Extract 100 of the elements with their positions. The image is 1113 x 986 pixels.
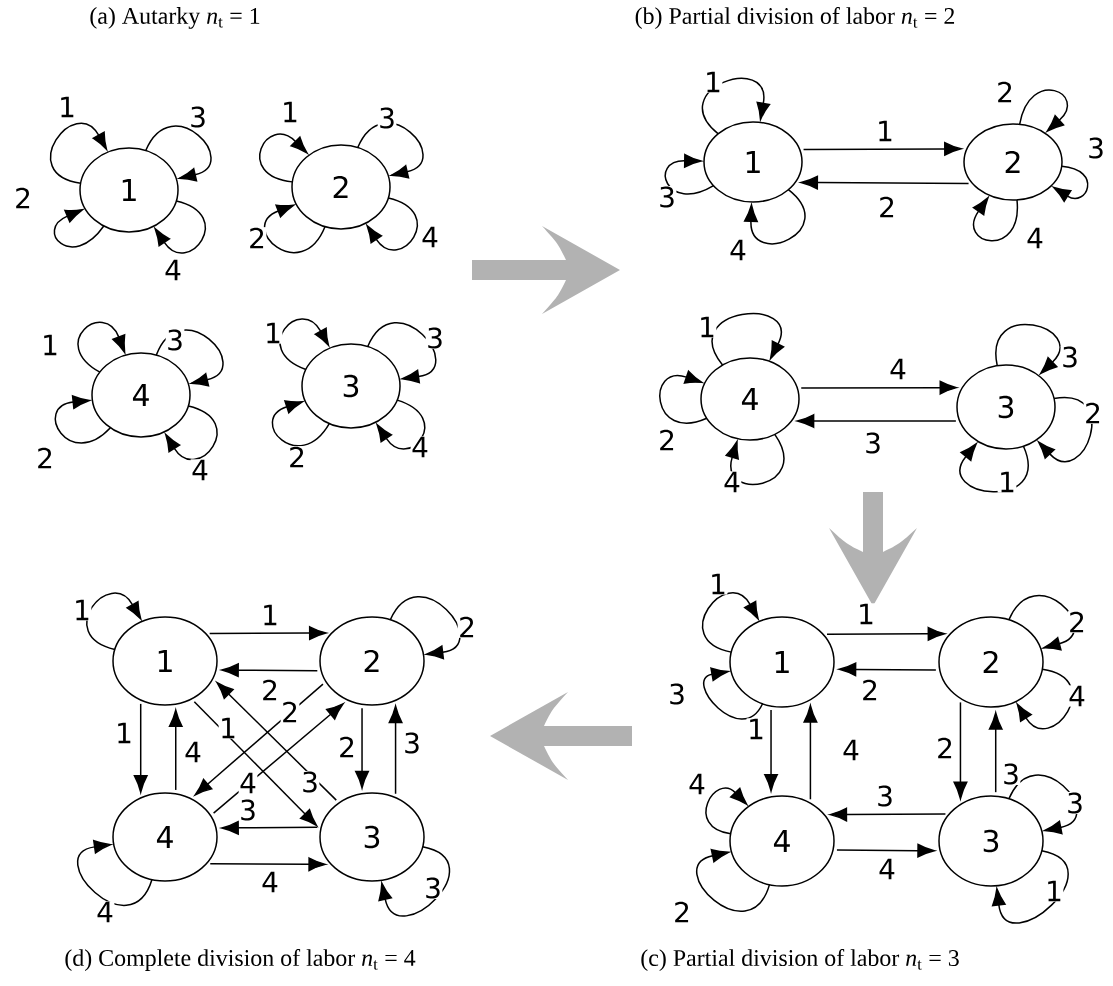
arrow bbox=[836, 843, 935, 858]
edge-label: 3 bbox=[402, 731, 422, 755]
edge-label: 4 bbox=[687, 773, 707, 795]
edge-label: 4 bbox=[190, 459, 210, 481]
panel-caption: (b) Partial division of labor n$_{t}$ = 2 bbox=[635, 7, 955, 29]
arrow bbox=[154, 200, 206, 254]
edge-label: 4 bbox=[95, 901, 115, 923]
edge-label: 3 bbox=[377, 106, 397, 130]
edge-label: 3 bbox=[863, 431, 883, 455]
arrow bbox=[145, 125, 212, 182]
edge-label: 3 bbox=[188, 105, 208, 129]
edge-label: 1 bbox=[263, 322, 283, 344]
arrow bbox=[54, 395, 112, 444]
arrow bbox=[796, 414, 957, 428]
arrow bbox=[168, 709, 183, 791]
arrow bbox=[826, 626, 946, 641]
edge-label: 1 bbox=[875, 120, 895, 142]
edge-label: 4 bbox=[1067, 685, 1087, 707]
edge-label: 2 bbox=[995, 81, 1015, 103]
edge-label: 1 bbox=[697, 316, 717, 338]
arrow bbox=[696, 848, 771, 912]
edge-label: 3 bbox=[875, 784, 895, 808]
edge-label: 2 bbox=[935, 737, 955, 759]
arrow bbox=[259, 133, 308, 183]
edge-label: 1 bbox=[218, 717, 238, 739]
edge-label: 1 bbox=[72, 599, 92, 621]
edge-label: 2 bbox=[280, 701, 300, 723]
edge-label: 1 bbox=[280, 101, 300, 123]
arrow bbox=[357, 122, 424, 179]
arrow bbox=[1008, 774, 1078, 835]
edge-label: 4 bbox=[260, 871, 280, 893]
arrow bbox=[972, 197, 1018, 242]
arrow bbox=[664, 153, 715, 195]
arrow bbox=[659, 370, 708, 424]
edge-label: 1 bbox=[703, 71, 723, 93]
arrow bbox=[77, 840, 153, 907]
arrow bbox=[953, 701, 968, 800]
edge-label: 2 bbox=[287, 446, 307, 468]
edge-label: 1 bbox=[708, 573, 728, 595]
edge-label: 4 bbox=[841, 739, 861, 761]
edge-label: 2 bbox=[672, 901, 692, 923]
edge-label: 3 bbox=[238, 798, 258, 822]
edge-label: 2 bbox=[260, 679, 280, 701]
arrow bbox=[388, 705, 403, 795]
arrow bbox=[389, 596, 461, 660]
arrow bbox=[86, 592, 142, 651]
edge-label: 3 bbox=[300, 770, 320, 794]
edge-label: 4 bbox=[877, 858, 897, 880]
arrow bbox=[165, 405, 218, 460]
edge-label: 3 bbox=[1001, 762, 1021, 786]
arrow bbox=[49, 122, 108, 184]
arrow bbox=[279, 318, 330, 371]
arrow bbox=[355, 707, 369, 789]
arrow bbox=[702, 77, 771, 135]
edge-label: 3 bbox=[165, 328, 185, 352]
arrow bbox=[263, 204, 326, 254]
edge-label: 3 bbox=[667, 682, 687, 706]
edge-label: 1 bbox=[114, 722, 134, 744]
edge-label: 4 bbox=[238, 772, 258, 794]
edge-label: 4 bbox=[728, 239, 748, 261]
arrow bbox=[77, 321, 126, 373]
edge-label: 2 bbox=[35, 447, 55, 469]
edge-label: 3 bbox=[1065, 791, 1085, 815]
arrow bbox=[802, 141, 962, 156]
arrow bbox=[212, 703, 344, 814]
edge-label: 4 bbox=[163, 259, 183, 281]
edge-label: 3 bbox=[423, 876, 443, 900]
edge-label: 2 bbox=[877, 196, 897, 218]
arrow bbox=[221, 820, 319, 835]
edge-label: 3 bbox=[657, 185, 677, 209]
arrow bbox=[838, 662, 937, 677]
arrow bbox=[988, 712, 1003, 793]
edge-label: 3 bbox=[1086, 136, 1106, 160]
panel-caption: (c) Partial division of labor n$_{t}$ = 3 bbox=[641, 949, 959, 971]
arrow bbox=[271, 400, 331, 447]
edge-label: 2 bbox=[13, 187, 33, 209]
arrow bbox=[209, 857, 326, 872]
edge-label: 2 bbox=[337, 736, 357, 758]
arrow bbox=[705, 787, 748, 835]
arrow bbox=[376, 399, 426, 450]
edge-label: 3 bbox=[425, 326, 445, 350]
edge-label: 1 bbox=[40, 334, 60, 356]
arrow bbox=[1018, 89, 1069, 132]
edge-label: 2 bbox=[657, 429, 677, 451]
arrow bbox=[711, 312, 785, 366]
edge-label: 4 bbox=[420, 226, 440, 248]
arrow bbox=[764, 709, 778, 792]
arrow bbox=[194, 683, 324, 796]
arrow bbox=[703, 667, 764, 720]
panel-caption: (a) Autarky n$_{t}$ = 1 bbox=[90, 7, 260, 29]
edge-label: 3 bbox=[1060, 345, 1080, 369]
arrow bbox=[1053, 165, 1089, 203]
edge-label: 4 bbox=[888, 358, 908, 380]
panel-caption: (d) Complete division of labor n$_{t}$ = 4 bbox=[65, 949, 416, 971]
arrow bbox=[221, 663, 319, 678]
arrow bbox=[744, 188, 806, 245]
edge-label: 4 bbox=[1025, 227, 1045, 249]
edge-label: 2 bbox=[457, 616, 477, 638]
arrow bbox=[155, 329, 224, 387]
edge-label: 2 bbox=[247, 227, 267, 249]
